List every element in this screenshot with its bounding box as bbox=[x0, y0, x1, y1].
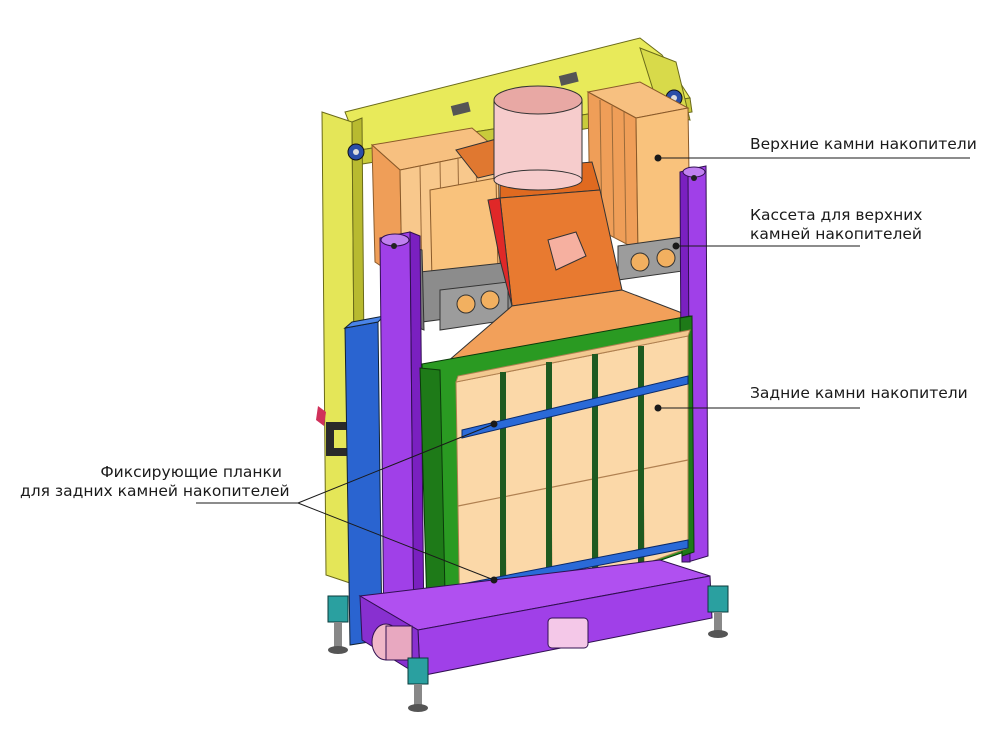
upper-stones-left bbox=[370, 127, 501, 283]
fixing-strips-label-line2: для задних камней накопителей bbox=[20, 482, 290, 500]
cassette-label-line2: камней накопителей bbox=[750, 225, 922, 243]
purple-base bbox=[358, 559, 713, 677]
fixing-strips-label-line1: Фиксирующие планки bbox=[100, 463, 282, 481]
rear-stones-label-text: Задние камни накопители bbox=[750, 384, 968, 402]
cassette-frame bbox=[401, 235, 691, 331]
cassette-label-line1: Кассета для верхних bbox=[750, 206, 923, 224]
cassette-label: Кассета для верхних камней накопителей bbox=[750, 206, 922, 244]
flue-pipe bbox=[493, 85, 583, 191]
upper-stones-label-text: Верхние камни накопители bbox=[750, 135, 977, 153]
fixing-strips-label: Фиксирующие планки для задних камней нак… bbox=[20, 463, 290, 501]
purple-columns bbox=[379, 165, 709, 649]
adjustable-feet bbox=[327, 585, 729, 712]
upper-stones-label: Верхние камни накопители bbox=[750, 135, 977, 154]
rear-stones-label: Задние камни накопители bbox=[750, 384, 968, 403]
leader-lines bbox=[196, 154, 970, 584]
